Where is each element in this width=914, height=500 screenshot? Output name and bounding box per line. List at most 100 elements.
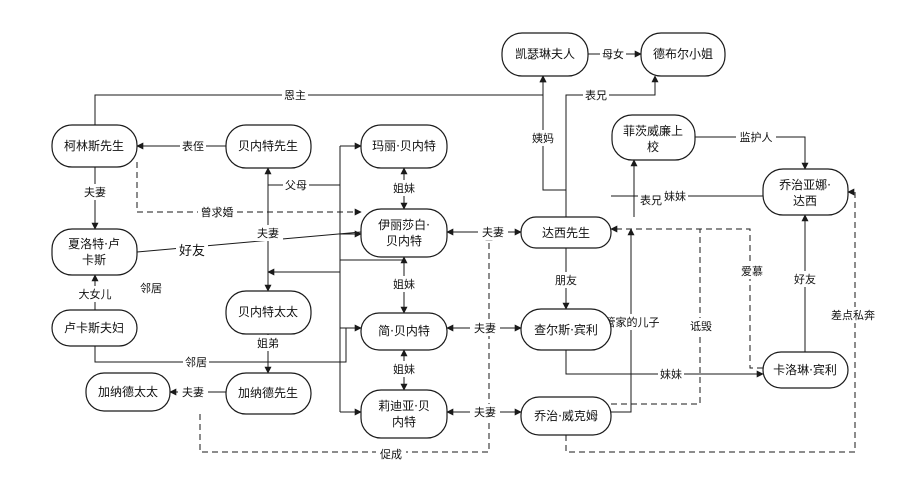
svg-text:母女: 母女: [602, 47, 624, 61]
node-anne[interactable]: 德布尔小姐: [640, 32, 726, 77]
node-jane[interactable]: 简·贝内特: [360, 312, 448, 351]
svg-text:父母: 父母: [285, 179, 307, 192]
node-mr-gardiner[interactable]: 加纳德先生: [225, 372, 312, 415]
svg-text:柯林斯先生: 柯林斯先生: [64, 139, 124, 153]
label-slander: 诋毁: [686, 318, 716, 334]
node-lucas[interactable]: 卢卡斯夫妇: [51, 309, 138, 347]
node-charlotte-line2: 卡斯: [82, 253, 106, 267]
label-benefactor: 恩主: [282, 87, 308, 103]
label-sister-eliz-jane: 姐妹: [391, 276, 417, 292]
svg-text:曾求婚: 曾求婚: [201, 205, 234, 219]
svg-text:恩主: 恩主: [284, 89, 306, 102]
label-friend-georgiana: 好友: [790, 271, 820, 287]
label-spouse-bennet: 夫妻: [253, 225, 283, 241]
svg-text:监护人: 监护人: [740, 130, 773, 144]
svg-text:姐妹: 姐妹: [393, 362, 415, 376]
node-caroline[interactable]: 卡洛琳·宾利: [762, 351, 849, 389]
svg-text:邻居: 邻居: [140, 282, 162, 295]
node-mary[interactable]: 玛丽·贝内特: [360, 124, 448, 169]
label-cousin-collins: 表侄: [180, 138, 206, 154]
node-darcy[interactable]: 达西先生: [520, 216, 612, 249]
svg-text:卡洛琳·宾利: 卡洛琳·宾利: [773, 362, 837, 377]
node-mrs-gardiner[interactable]: 加纳德太太: [85, 372, 171, 412]
svg-text:大女儿: 大女儿: [79, 287, 112, 301]
node-fitzwilliam-line2: 校: [647, 139, 659, 154]
edge-steward-son: [611, 228, 635, 413]
node-georgiana[interactable]: 乔治亚娜·达西: [762, 168, 849, 216]
svg-text:爱慕: 爱慕: [741, 264, 763, 278]
edge-guardian: [695, 136, 809, 170]
label-sister-bingley: 妹妹: [658, 366, 684, 382]
svg-text:朋友: 朋友: [555, 273, 577, 287]
svg-text:乔治·威克姆: 乔治·威克姆: [534, 409, 598, 423]
svg-text:夏洛特·卢卡斯: 夏洛特·卢卡斯: [68, 236, 120, 267]
node-collins[interactable]: 柯林斯先生: [51, 124, 138, 168]
svg-text:夫妻: 夫妻: [474, 406, 496, 419]
node-charlotte[interactable]: 夏洛特·卢卡斯: [51, 228, 138, 276]
svg-text:好友: 好友: [179, 243, 205, 259]
node-elizabeth-line1: 伊丽莎白·: [378, 217, 430, 232]
edge-best-friend: [136, 231, 362, 253]
svg-text:简·贝内特: 简·贝内特: [378, 323, 430, 338]
node-charlotte-line1: 夏洛特·卢: [68, 236, 120, 251]
svg-text:姐妹: 姐妹: [393, 181, 415, 195]
svg-text:管家的儿子: 管家的儿子: [605, 315, 660, 329]
svg-text:菲茨威廉上校: 菲茨威廉上校: [623, 123, 683, 154]
label-proposal: 曾求婚: [198, 204, 236, 220]
node-elizabeth-line2: 贝内特: [386, 233, 422, 248]
label-neighbors-bottom: 邻居: [183, 354, 209, 370]
svg-text:姐妹: 姐妹: [393, 277, 415, 291]
svg-text:姨妈: 姨妈: [532, 131, 554, 145]
svg-text:查尔斯·宾利: 查尔斯·宾利: [534, 322, 598, 337]
edge-benefactor: [94, 75, 547, 125]
svg-text:伊丽莎白·贝内特: 伊丽莎白·贝内特: [378, 217, 430, 248]
edge-near-elope: [565, 188, 856, 453]
node-katherine[interactable]: 凯瑟琳夫人: [501, 32, 589, 77]
svg-text:玛丽·贝内特: 玛丽·贝内特: [372, 138, 436, 153]
svg-text:表兄: 表兄: [585, 88, 607, 102]
svg-text:贝内特太太: 贝内特太太: [238, 304, 298, 319]
label-spouse-jane-bingley: 夫妻: [470, 320, 500, 336]
svg-text:达西先生: 达西先生: [542, 226, 590, 240]
node-elizabeth[interactable]: 伊丽莎白·贝内特: [360, 208, 448, 258]
node-mr-bennet[interactable]: 贝内特先生: [225, 124, 312, 169]
label-sister-mary-eliz: 姐妹: [391, 180, 417, 196]
svg-text:加纳德先生: 加纳德先生: [238, 385, 298, 400]
edge-nephew-aunt: [539, 75, 566, 191]
svg-text:诋毁: 诋毁: [690, 319, 712, 333]
svg-text:德布尔小姐: 德布尔小姐: [653, 46, 713, 61]
edge-proposal: [136, 162, 362, 216]
svg-text:姐弟: 姐弟: [257, 336, 279, 350]
svg-text:乔治亚娜·达西: 乔治亚娜·达西: [779, 178, 831, 208]
svg-text:夫妻: 夫妻: [84, 186, 106, 199]
edge-slander: [611, 229, 701, 405]
node-lydia-line1: 莉迪亚·贝: [378, 399, 430, 413]
node-wickham[interactable]: 乔治·威克姆: [520, 396, 612, 436]
label-spouse-eliz-darcy: 夫妻: [478, 224, 508, 240]
label-mother-daughter: 母女: [600, 46, 626, 62]
svg-text:卢卡斯夫妇: 卢卡斯夫妇: [64, 320, 124, 335]
svg-text:好友: 好友: [794, 272, 816, 286]
edge-sister-bingley: [565, 350, 764, 378]
label-cousin-fitz: 表兄: [638, 192, 664, 208]
svg-text:促成: 促成: [380, 447, 402, 461]
label-cousin-katherine: 表兄: [583, 87, 609, 103]
node-bingley[interactable]: 查尔斯·宾利: [520, 308, 612, 351]
node-lydia[interactable]: 莉迪亚·贝内特: [360, 389, 448, 439]
node-fitzwilliam[interactable]: 菲茨威廉上校: [611, 114, 696, 161]
svg-text:夫妻: 夫妻: [257, 227, 279, 240]
label-guardian: 监护人: [736, 129, 776, 145]
svg-text:差点私奔: 差点私奔: [831, 308, 875, 322]
edge-darcy-katherine: [565, 75, 659, 217]
label-siblings: 妹妹: [662, 188, 688, 204]
label-spouse-gardiner: 夫妻: [178, 384, 208, 400]
label-spouse-lydia-wickham: 夫妻: [470, 404, 500, 420]
svg-text:贝内特先生: 贝内特先生: [238, 138, 298, 153]
svg-text:加纳德太太: 加纳德太太: [98, 384, 158, 399]
svg-text:莉迪亚·贝内特: 莉迪亚·贝内特: [378, 399, 430, 429]
edge-promote: [199, 233, 493, 453]
svg-text:凯瑟琳夫人: 凯瑟琳夫人: [515, 47, 575, 61]
node-mrs-bennet[interactable]: 贝内特太太: [225, 290, 312, 335]
label-siblings-mrs: 姐弟: [254, 335, 282, 351]
svg-text:夫妻: 夫妻: [182, 386, 204, 399]
